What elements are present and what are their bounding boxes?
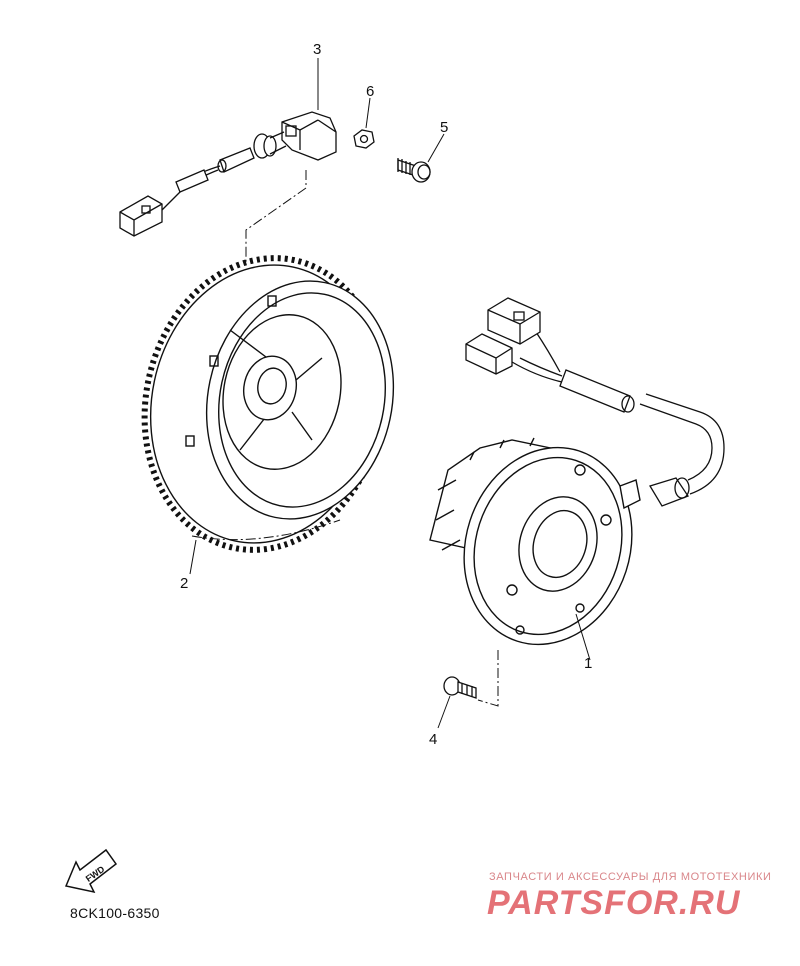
callout-3: 3	[313, 41, 321, 58]
part-5-bolt	[397, 158, 431, 183]
diagram-code: 8CK100-6350	[70, 905, 160, 921]
assembly-lines	[191, 170, 499, 707]
part-1-stator-assembly	[429, 437, 641, 646]
callout-4: 4	[429, 731, 437, 748]
part-6-nut	[353, 129, 375, 149]
watermark-tagline: ЗАПЧАСТИ И АКСЕССУАРЫ ДЛЯ МОТОТЕХНИКИ	[489, 871, 772, 883]
part-4-screw	[443, 676, 477, 699]
stator-wire-harness	[465, 297, 725, 507]
callout-1: 1	[584, 655, 592, 672]
leader-lines	[189, 58, 591, 729]
callout-6: 6	[366, 83, 374, 100]
callout-5: 5	[440, 119, 448, 136]
part-2-flywheel-rotor	[141, 255, 395, 553]
part-3-pickup-sensor	[119, 111, 337, 237]
watermark-logo: PARTSFOR.RU	[487, 884, 741, 922]
fwd-arrow-icon: FWD	[64, 848, 118, 894]
callout-2: 2	[180, 575, 188, 592]
